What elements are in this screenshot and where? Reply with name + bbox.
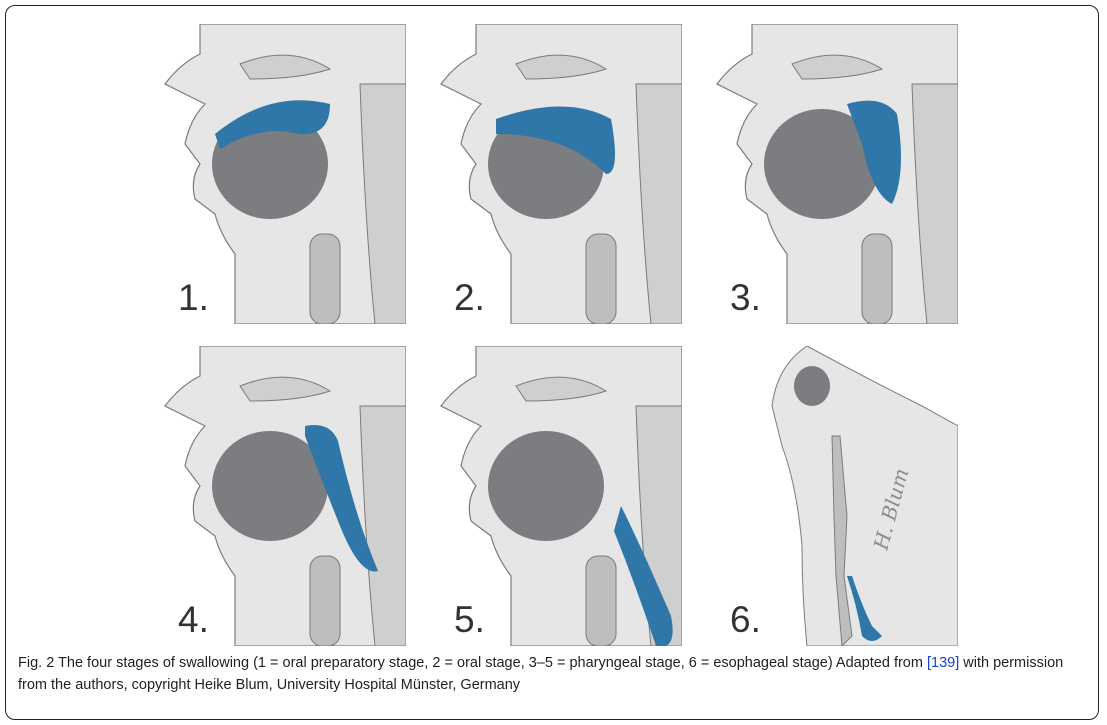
panel-number: 3. [730,279,761,316]
panel-number: 1. [178,279,209,316]
caption-text: The four stages of swallowing (1 = oral … [58,655,923,671]
caption-ref-bracket-close: ] [955,655,959,671]
panel-number: 6. [730,601,761,638]
figure-caption: Fig. 2 The four stages of swallowing (1 … [18,652,1088,696]
panel-5: 5. [436,346,682,646]
panel-number: 2. [454,279,485,316]
caption-fig-label: Fig. 2 [18,655,54,671]
panel-1: 1. [160,24,406,324]
panel-6: H. Blum 6. [712,346,958,646]
panel-number: 5. [454,601,485,638]
panel-2: 2. [436,24,682,324]
panel-4: 4. [160,346,406,646]
panel-number: 4. [178,601,209,638]
citation-link[interactable]: 139 [931,655,955,671]
panel-3: 3. [712,24,958,324]
